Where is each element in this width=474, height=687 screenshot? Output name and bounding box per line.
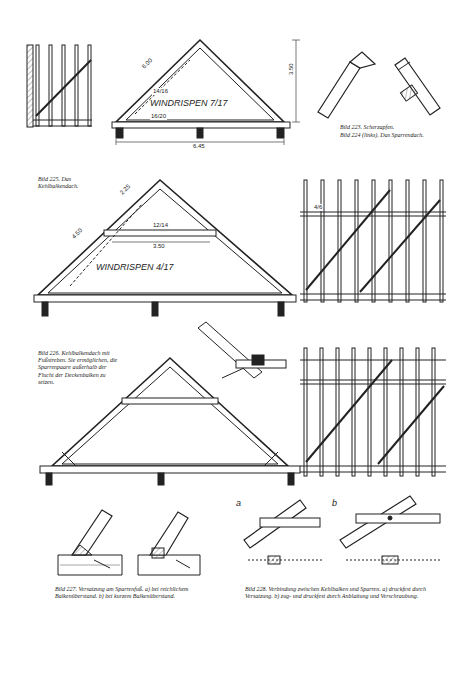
section-size: 4/6 [313, 204, 323, 211]
rafter [88, 45, 91, 126]
rafter [336, 348, 339, 476]
section-size: 16/20 [150, 113, 167, 120]
rafter [49, 45, 52, 126]
rafter [368, 348, 371, 476]
rafter [304, 180, 307, 302]
dimension: 2.25 [118, 182, 133, 197]
caption: Bild 227. Versatzung am Sparrenfuß. a) b… [55, 586, 205, 600]
rafter [372, 180, 375, 302]
section-size: 14/16 [152, 88, 169, 95]
caption: Bild 224 (links). Das Sparrendach. [340, 132, 424, 139]
rafter [355, 180, 358, 302]
rafter [389, 180, 392, 302]
brace-label: WINDRISPEN 7/17 [150, 98, 228, 109]
rafter [304, 348, 307, 476]
rafter [321, 180, 324, 302]
detail-letter: a [236, 498, 241, 509]
detail-letter: b [332, 498, 337, 509]
rafter [432, 348, 435, 476]
caption: Bild 226. Kehlbalkendach mit Fußstreben.… [38, 350, 120, 386]
section-size: 12/14 [152, 222, 169, 229]
rafter [406, 180, 409, 302]
rafter [338, 180, 341, 302]
dimension: 6.45 [192, 143, 206, 150]
rafter [62, 45, 65, 126]
dimension: 4.50 [70, 226, 85, 241]
dimension: 3.50 [288, 62, 295, 76]
rafter [320, 348, 323, 476]
rafter [423, 180, 426, 302]
rafter [440, 180, 443, 302]
brace-label: WINDRISPEN 4/17 [96, 262, 174, 273]
rafter [75, 45, 78, 126]
dimension: 6.00 [140, 56, 155, 71]
caption: Bild 228. Verbindung zwischen Kehlbalken… [245, 586, 440, 600]
rafter [400, 348, 403, 476]
caption: Bild 225. Das Kehlbalkendach. [38, 176, 90, 190]
dimension: 3.50 [152, 243, 166, 250]
rafter [416, 348, 419, 476]
caption: Bild 223. Scherzapfen. [340, 124, 394, 131]
rafter [352, 348, 355, 476]
